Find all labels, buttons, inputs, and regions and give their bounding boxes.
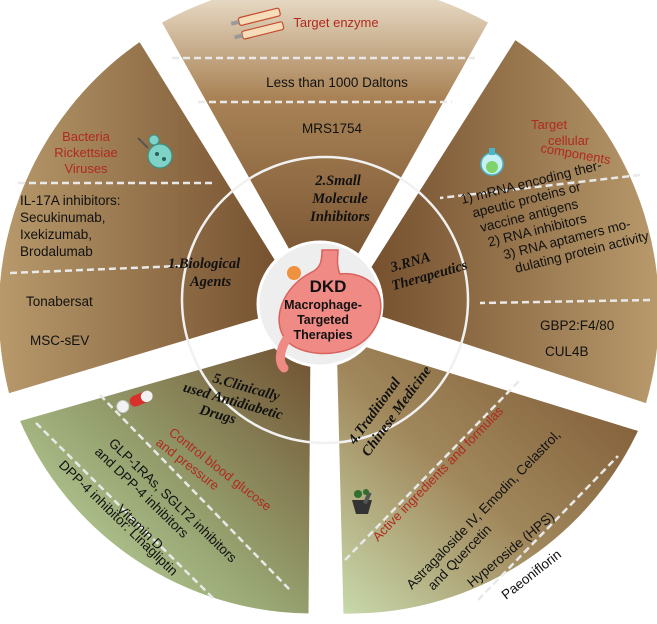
sector-biological bbox=[0, 37, 308, 397]
biological-item-6: MSC-sEV bbox=[30, 333, 89, 348]
stomach-icon bbox=[278, 249, 382, 355]
sector-antidiabetic bbox=[15, 334, 314, 617]
biological-header-2: Rickettsiae bbox=[54, 145, 118, 160]
small-molecule-category-2: Molecule bbox=[311, 191, 368, 207]
biological-item-2: Secukinumab, bbox=[20, 210, 106, 225]
biological-header-3: Viruses bbox=[64, 161, 108, 176]
biological-item-4: Brodalumab bbox=[20, 244, 93, 259]
center-line1: Macrophage- bbox=[284, 298, 362, 312]
sector-tcm bbox=[333, 333, 643, 617]
small-molecule-category-1: 2.Small bbox=[314, 173, 361, 189]
small-molecule-item-1: Less than 1000 Daltons bbox=[266, 75, 408, 90]
flask-icon bbox=[480, 148, 504, 176]
rna-target-1: GBP2:F4/80 bbox=[540, 318, 614, 333]
inner-ring bbox=[180, 155, 470, 445]
small-molecule-header: Target enzyme bbox=[293, 15, 378, 30]
biological-item-5: Tonabersat bbox=[26, 294, 93, 309]
biological-item-3: Ixekizumab, bbox=[20, 227, 92, 242]
center-line2: Targeted bbox=[297, 313, 349, 327]
center-line3: Therapies bbox=[293, 328, 352, 342]
small-molecule-item-2: MRS1754 bbox=[302, 121, 363, 136]
small-molecule-category-3: Inhibitors bbox=[309, 209, 370, 225]
biological-category-2: Agents bbox=[189, 274, 231, 290]
pills-icon bbox=[116, 390, 153, 414]
center-title: DKD bbox=[310, 277, 347, 296]
pill-dot-icon bbox=[287, 266, 301, 280]
rna-target-2: CUL4B bbox=[545, 344, 589, 359]
mortar-icon bbox=[352, 489, 372, 514]
biological-header-1: Bacteria bbox=[62, 129, 110, 144]
biological-category-1: 1.Biological bbox=[168, 256, 240, 272]
sector-rna bbox=[342, 35, 657, 407]
rna-header-1: Target bbox=[531, 117, 568, 132]
biological-item-1: IL-17A inhibitors: bbox=[20, 193, 121, 208]
syringe-icon bbox=[230, 7, 285, 40]
rna-header-2: cellular bbox=[548, 133, 590, 148]
virus-icon bbox=[137, 134, 173, 169]
